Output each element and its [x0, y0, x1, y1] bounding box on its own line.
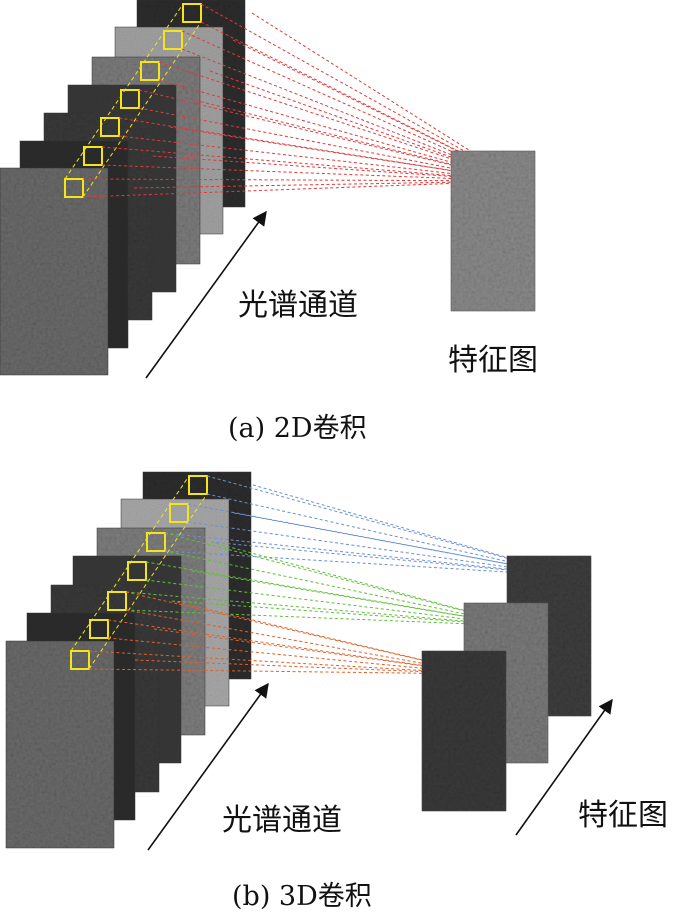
kernel-box — [70, 650, 90, 670]
convolution-link — [251, 12, 519, 182]
caption-a: (a) 2D卷积 — [228, 413, 367, 444]
spectral-band-slice — [5, 640, 115, 849]
convolution-link — [82, 178, 519, 182]
convolution-link — [187, 521, 573, 577]
convolution-link — [107, 619, 483, 675]
convolution-link — [164, 532, 573, 577]
kernel-box — [140, 61, 160, 81]
feature-map-label: 特征图 — [448, 343, 538, 378]
convolution-link — [191, 570, 523, 627]
kernel-box — [182, 3, 202, 23]
convolution-link — [101, 164, 519, 182]
kernel-boxes — [64, 3, 202, 198]
spectral-band-stack — [5, 471, 252, 849]
convolution-link — [164, 550, 573, 577]
convolution-link — [101, 146, 519, 182]
convolution-link — [164, 532, 523, 627]
feature-map-front — [421, 650, 507, 812]
spectral-axis-label: 光谱通道 — [238, 288, 358, 323]
spectral-band-stack — [0, 0, 246, 376]
kernel-boxes — [70, 475, 208, 670]
spectral-band-slice — [0, 167, 109, 376]
kernel-box — [163, 30, 183, 50]
convolution-link — [200, 21, 519, 182]
kernel-guide-line — [70, 475, 190, 652]
spectral-axis-label: 光谱通道 — [222, 803, 342, 838]
convolution-link — [206, 493, 573, 577]
convolution-link — [171, 600, 523, 627]
panel-b-3d-convolution: 光谱通道 特征图 (b) 3D卷积 — [5, 471, 668, 912]
convolution-link — [82, 180, 519, 198]
convolution-link — [107, 637, 483, 675]
convolution-link — [145, 579, 523, 627]
feature-map-axis-arrow — [515, 698, 613, 836]
kernel-box — [83, 146, 103, 166]
convolution-link — [125, 609, 523, 627]
output-feature-map-stack — [421, 555, 592, 812]
kernel-guide-line — [64, 3, 184, 180]
kernel-box — [120, 89, 140, 109]
kernel-guide-line — [82, 21, 202, 198]
spectral-axis-arrow — [145, 210, 267, 379]
kernel-box — [107, 591, 127, 611]
convolution-link — [118, 135, 519, 182]
convolution-link — [125, 591, 523, 627]
convolution-link — [210, 541, 523, 627]
kernel-box — [169, 503, 189, 523]
convolution-link — [134, 659, 483, 675]
kernel-guide-line — [88, 493, 208, 670]
kernel-box — [100, 117, 120, 137]
kernel-box — [188, 475, 208, 495]
convolution-link — [164, 550, 523, 627]
kernel-box — [127, 561, 147, 581]
kernel-box — [89, 619, 109, 639]
panel-a-2d-convolution: 光谱通道 特征图 (a) 2D卷积 — [0, 0, 538, 444]
convolution-link — [181, 30, 519, 182]
feature-map-label: 特征图 — [578, 798, 668, 833]
kernel-box — [64, 178, 84, 198]
kernel-box — [146, 532, 166, 552]
spectral-axis-arrow — [147, 682, 269, 851]
output-feature-map — [450, 150, 536, 312]
caption-b: (b) 3D卷积 — [232, 881, 372, 912]
